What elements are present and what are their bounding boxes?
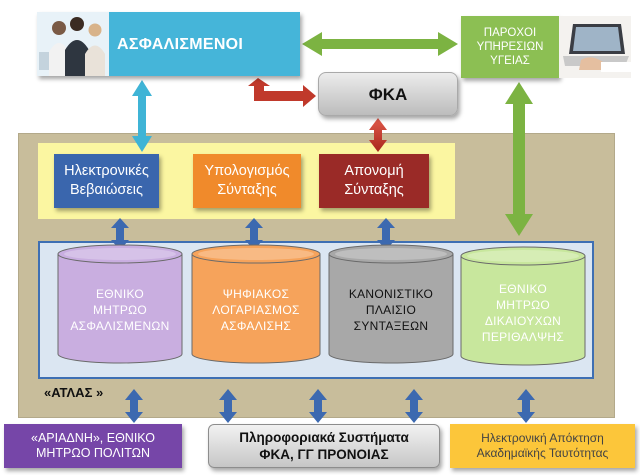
registry-healthcare-beneficiaries-cylinder-top — [460, 246, 586, 266]
arrow-insured-certificates — [132, 80, 152, 152]
arrow-service-calculation-registry — [245, 218, 263, 250]
registry-regulatory-framework-cylinder-body — [328, 253, 454, 364]
arrow-service-award-registry — [377, 218, 395, 250]
service-pension-calculation-label: Υπολογισμός Σύνταξης — [204, 163, 290, 198]
arrow-insured-providers — [302, 32, 458, 56]
fka-label: ΦΚΑ — [368, 84, 408, 104]
fka-box: ΦΚΑ — [318, 72, 458, 116]
registry-regulatory-framework-cylinder-highlight — [335, 248, 447, 260]
fka-information-systems-box: Πληροφοριακά Συστήματα ΦΚΑ, ΓΓ ΠΡΟΝΟΙΑΣ — [208, 424, 440, 468]
atlas-title: «ΑΤΛΑΣ » — [44, 385, 104, 400]
health-providers-box: ΠΑΡΟΧΟΙ ΥΠΗΡΕΣΙΩΝ ΥΓΕΙΑΣ — [461, 16, 559, 78]
registry-insured-cylinder-body — [57, 253, 183, 364]
registry-regulatory-framework-cylinder-top — [328, 244, 454, 264]
registry-healthcare-beneficiaries-label: ΕΘΝΙΚΟ ΜΗΤΡΩΟ ΔΙΚΑΙΟΥΧΩΝ ΠΕΡΙΘΑΛΨΗΣ — [481, 282, 565, 344]
health-providers-label: ΠΑΡΟΧΟΙ ΥΠΗΡΕΣΙΩΝ ΥΓΕΙΑΣ — [476, 27, 544, 67]
arrow-providers-registry — [505, 82, 533, 236]
registry-healthcare-beneficiaries-cylinder-body — [460, 255, 586, 366]
arrow-service-certificates-registry — [111, 218, 129, 250]
laptop-hand-photo — [559, 16, 631, 78]
arrow-bottom-3 — [309, 389, 327, 423]
insured-people-photo — [37, 12, 109, 76]
arrow-insured-fka — [248, 78, 316, 107]
registry-insured-label: ΕΘΝΙΚΟ ΜΗΤΡΩΟ ΑΣΦΑΛΙΣΜΕΝΩΝ — [70, 287, 170, 333]
registry-digital-account-label: ΨΗΦΙΑΚΟΣ ΛΟΓΑΡΙΑΣΜΟΣ ΑΣΦΑΛΙΣΗΣ — [212, 287, 300, 333]
registry-insured-cylinder-top — [57, 244, 183, 264]
insured-label: ΑΣΦΑΛΙΣΜΕΝΟΙ — [117, 35, 244, 53]
arrow-bottom-5 — [517, 389, 535, 423]
arrow-bottom-4 — [405, 389, 423, 423]
service-pension-award: Απονομή Σύνταξης — [319, 154, 429, 208]
service-electronic-certificates: Ηλεκτρονικές Βεβαιώσεις — [54, 154, 159, 208]
arrow-bottom-2 — [219, 389, 237, 423]
registry-regulatory-framework-label: ΚΑΝΟΝΙΣΤΙΚΟ ΠΛΑΙΣΙΟ ΣΥΝΤΑΞΕΩΝ — [348, 287, 434, 333]
ariadni-citizens-registry-box: «ΑΡΙΑΔΝΗ», ΕΘΝΙΚΟ ΜΗΤΡΩΟ ΠΟΛΙΤΩΝ — [4, 424, 182, 468]
academic-id-box: Ηλεκτρονική Απόκτηση Ακαδημαϊκής Ταυτότη… — [450, 424, 635, 468]
registry-insured-cylinder — [57, 244, 183, 364]
arrow-fka-award — [369, 118, 387, 152]
service-pension-award-label: Απονομή Σύνταξης — [344, 163, 404, 198]
registry-digital-account-cylinder-top — [191, 244, 321, 264]
registry-digital-account-cylinder-body — [191, 253, 321, 364]
arrow-bottom-1 — [125, 389, 143, 423]
registry-healthcare-beneficiaries-cylinder-highlight — [467, 250, 579, 262]
registry-insured-cylinder-highlight — [64, 248, 176, 260]
registry-digital-account-cylinder-highlight — [198, 248, 314, 260]
registry-regulatory-framework-cylinder — [328, 244, 454, 364]
service-electronic-certificates-label: Ηλεκτρονικές Βεβαιώσεις — [64, 163, 149, 198]
registry-healthcare-beneficiaries-cylinder — [460, 246, 586, 366]
registry-digital-account-cylinder — [191, 244, 321, 364]
service-pension-calculation: Υπολογισμός Σύνταξης — [193, 154, 301, 208]
